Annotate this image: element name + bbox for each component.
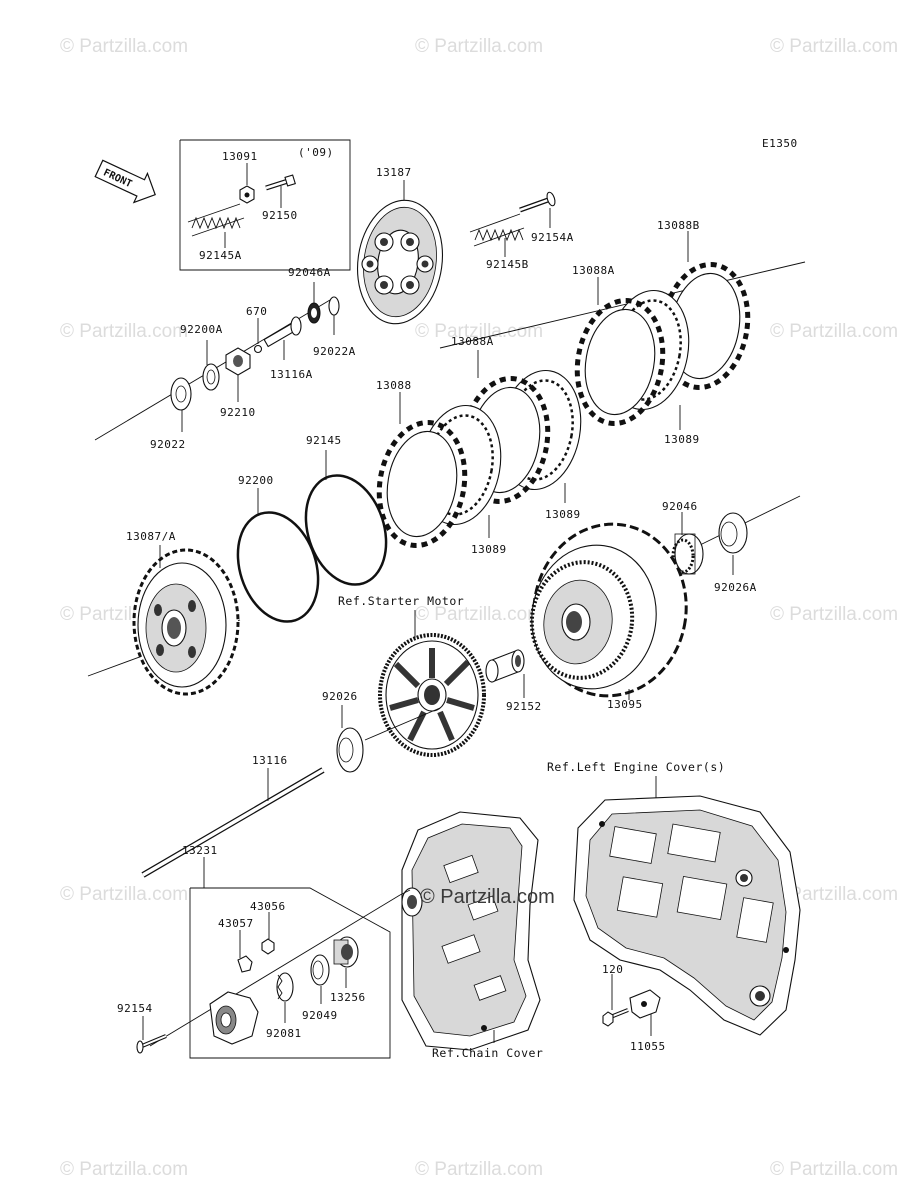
- watermark: © Partzilla.com: [770, 884, 898, 905]
- part-label-92046: 92046: [662, 500, 698, 513]
- part-label-92026A: 92026A: [714, 581, 757, 594]
- ref-chain-cover: Ref.Chain Cover: [432, 1046, 543, 1060]
- watermark: © Partzilla.com: [770, 604, 898, 625]
- bolt-92154-icon: [136, 1034, 167, 1054]
- nut-13091-icon: [239, 185, 255, 204]
- part-label-13087A: 13087/A: [126, 530, 176, 543]
- part-label-670: 670: [246, 305, 267, 318]
- part-label-92154A: 92154A: [531, 231, 574, 244]
- watermark: © Partzilla.com: [415, 36, 543, 57]
- part-label-13089-left: 13089: [471, 543, 507, 556]
- slave-cylinder-box: [189, 887, 391, 1059]
- clutch-housing-13095: [529, 522, 688, 698]
- bolt-92154A-icon: [519, 191, 556, 213]
- year-kit-box: ('09) 13091 92150 92145A: [179, 139, 351, 271]
- part-label-13088A-middle: 13088A: [451, 335, 494, 348]
- watermark-dark: © Partzilla.com: [420, 886, 555, 908]
- left-engine-cover-icon: [573, 795, 801, 1036]
- part-label-13089-right: 13089: [664, 433, 700, 446]
- watermark: © Partzilla.com: [770, 36, 898, 57]
- part-label-13091: 13091: [222, 150, 258, 163]
- part-label-13231: 13231: [182, 844, 218, 857]
- year-note: ('09): [298, 146, 334, 159]
- bleeder-43056-icon: [261, 938, 275, 955]
- watermark: © Partzilla.com: [415, 1159, 543, 1180]
- piston-92081-icon: [276, 972, 294, 1002]
- watermark: © Partzilla.com: [770, 321, 898, 342]
- sleeve-92152-icon: [485, 649, 525, 683]
- watermark: © Partzilla.com: [415, 321, 543, 342]
- slave-cylinder-body-icon: [209, 991, 259, 1045]
- watermark-group: © Partzilla.com © Partzilla.com © Partzi…: [60, 36, 898, 1180]
- part-label-13095: 13095: [607, 698, 643, 711]
- watermark: © Partzilla.com: [770, 1159, 898, 1180]
- part-label-92152: 92152: [506, 700, 542, 713]
- ball-670-icon: [253, 344, 263, 354]
- bolt-120-icon: [602, 1008, 629, 1027]
- spring-92145A-icon: [187, 203, 245, 237]
- part-label-92150: 92150: [262, 209, 298, 222]
- watermark: © Partzilla.com: [60, 1159, 188, 1180]
- friction-plate-13088: [376, 420, 468, 548]
- bearing-13256-icon: [333, 936, 359, 968]
- part-label-92022A: 92022A: [313, 345, 356, 358]
- part-label-92200: 92200: [238, 474, 274, 487]
- part-label-92145B: 92145B: [486, 258, 529, 271]
- washer-92022-icon: [170, 377, 192, 411]
- friction-plate-13088A-top: [574, 298, 666, 426]
- watermark: © Partzilla.com: [60, 321, 188, 342]
- ref-starter-motor: Ref.Starter Motor: [338, 594, 464, 608]
- part-label-43056: 43056: [250, 900, 286, 913]
- part-label-92081: 92081: [266, 1027, 302, 1040]
- part-label-13116A: 13116A: [270, 368, 313, 381]
- part-label-13187: 13187: [376, 166, 412, 179]
- part-label-11055: 11055: [630, 1040, 666, 1053]
- pressure-plate-13187: [356, 199, 444, 325]
- part-label-13088A-top: 13088A: [572, 264, 615, 277]
- part-label-92026: 92026: [322, 690, 358, 703]
- part-label-92046A: 92046A: [288, 266, 331, 279]
- part-label-92022: 92022: [150, 438, 186, 451]
- clutch-hub-13087A: [132, 548, 240, 696]
- spring-92145B-icon: [469, 213, 525, 247]
- cap-43057-icon: [237, 955, 253, 973]
- oring-92145-icon: [304, 474, 388, 586]
- ref-left-engine-cover: Ref.Left Engine Cover(s): [547, 760, 725, 774]
- part-label-13088: 13088: [376, 379, 412, 392]
- washer-92026A-icon: [718, 512, 748, 554]
- part-label-92210: 92210: [220, 406, 256, 419]
- starter-gear-icon: [378, 633, 486, 757]
- part-label-13088B: 13088B: [657, 219, 700, 232]
- pushrod-13116A-icon: [263, 316, 302, 348]
- part-label-120: 120: [602, 963, 623, 976]
- part-label-13089-middle: 13089: [545, 508, 581, 521]
- nut-92210-icon: [225, 347, 251, 376]
- part-label-92154: 92154: [117, 1002, 153, 1015]
- part-label-92049: 92049: [302, 1009, 338, 1022]
- oring-92200-icon: [236, 511, 320, 623]
- bearing-92046A-icon: [307, 302, 321, 324]
- part-label-92200A: 92200A: [180, 323, 223, 336]
- washer-92022A-icon: [328, 296, 340, 316]
- part-label-92145A: 92145A: [199, 249, 242, 262]
- part-label-43057: 43057: [218, 917, 254, 930]
- needle-bearing-92046-icon: [671, 533, 704, 575]
- chain-cover-icon: [401, 811, 541, 1051]
- pushrod-13116-icon: [141, 767, 325, 878]
- watermark: © Partzilla.com: [415, 604, 543, 625]
- washer-92200A-icon: [202, 363, 220, 391]
- watermark: © Partzilla.com: [60, 36, 188, 57]
- washer-92026-icon: [336, 727, 364, 773]
- part-label-92145: 92145: [306, 434, 342, 447]
- front-arrow-icon: FRONT: [94, 159, 156, 204]
- bracket-11055-icon: [629, 989, 661, 1019]
- part-label-13116: 13116: [252, 754, 288, 767]
- diagram-code: E1350: [762, 137, 798, 150]
- part-label-13256: 13256: [330, 991, 366, 1004]
- seal-92049-icon: [310, 954, 330, 986]
- watermark: © Partzilla.com: [60, 884, 188, 905]
- bolt-92150-icon: [265, 174, 296, 191]
